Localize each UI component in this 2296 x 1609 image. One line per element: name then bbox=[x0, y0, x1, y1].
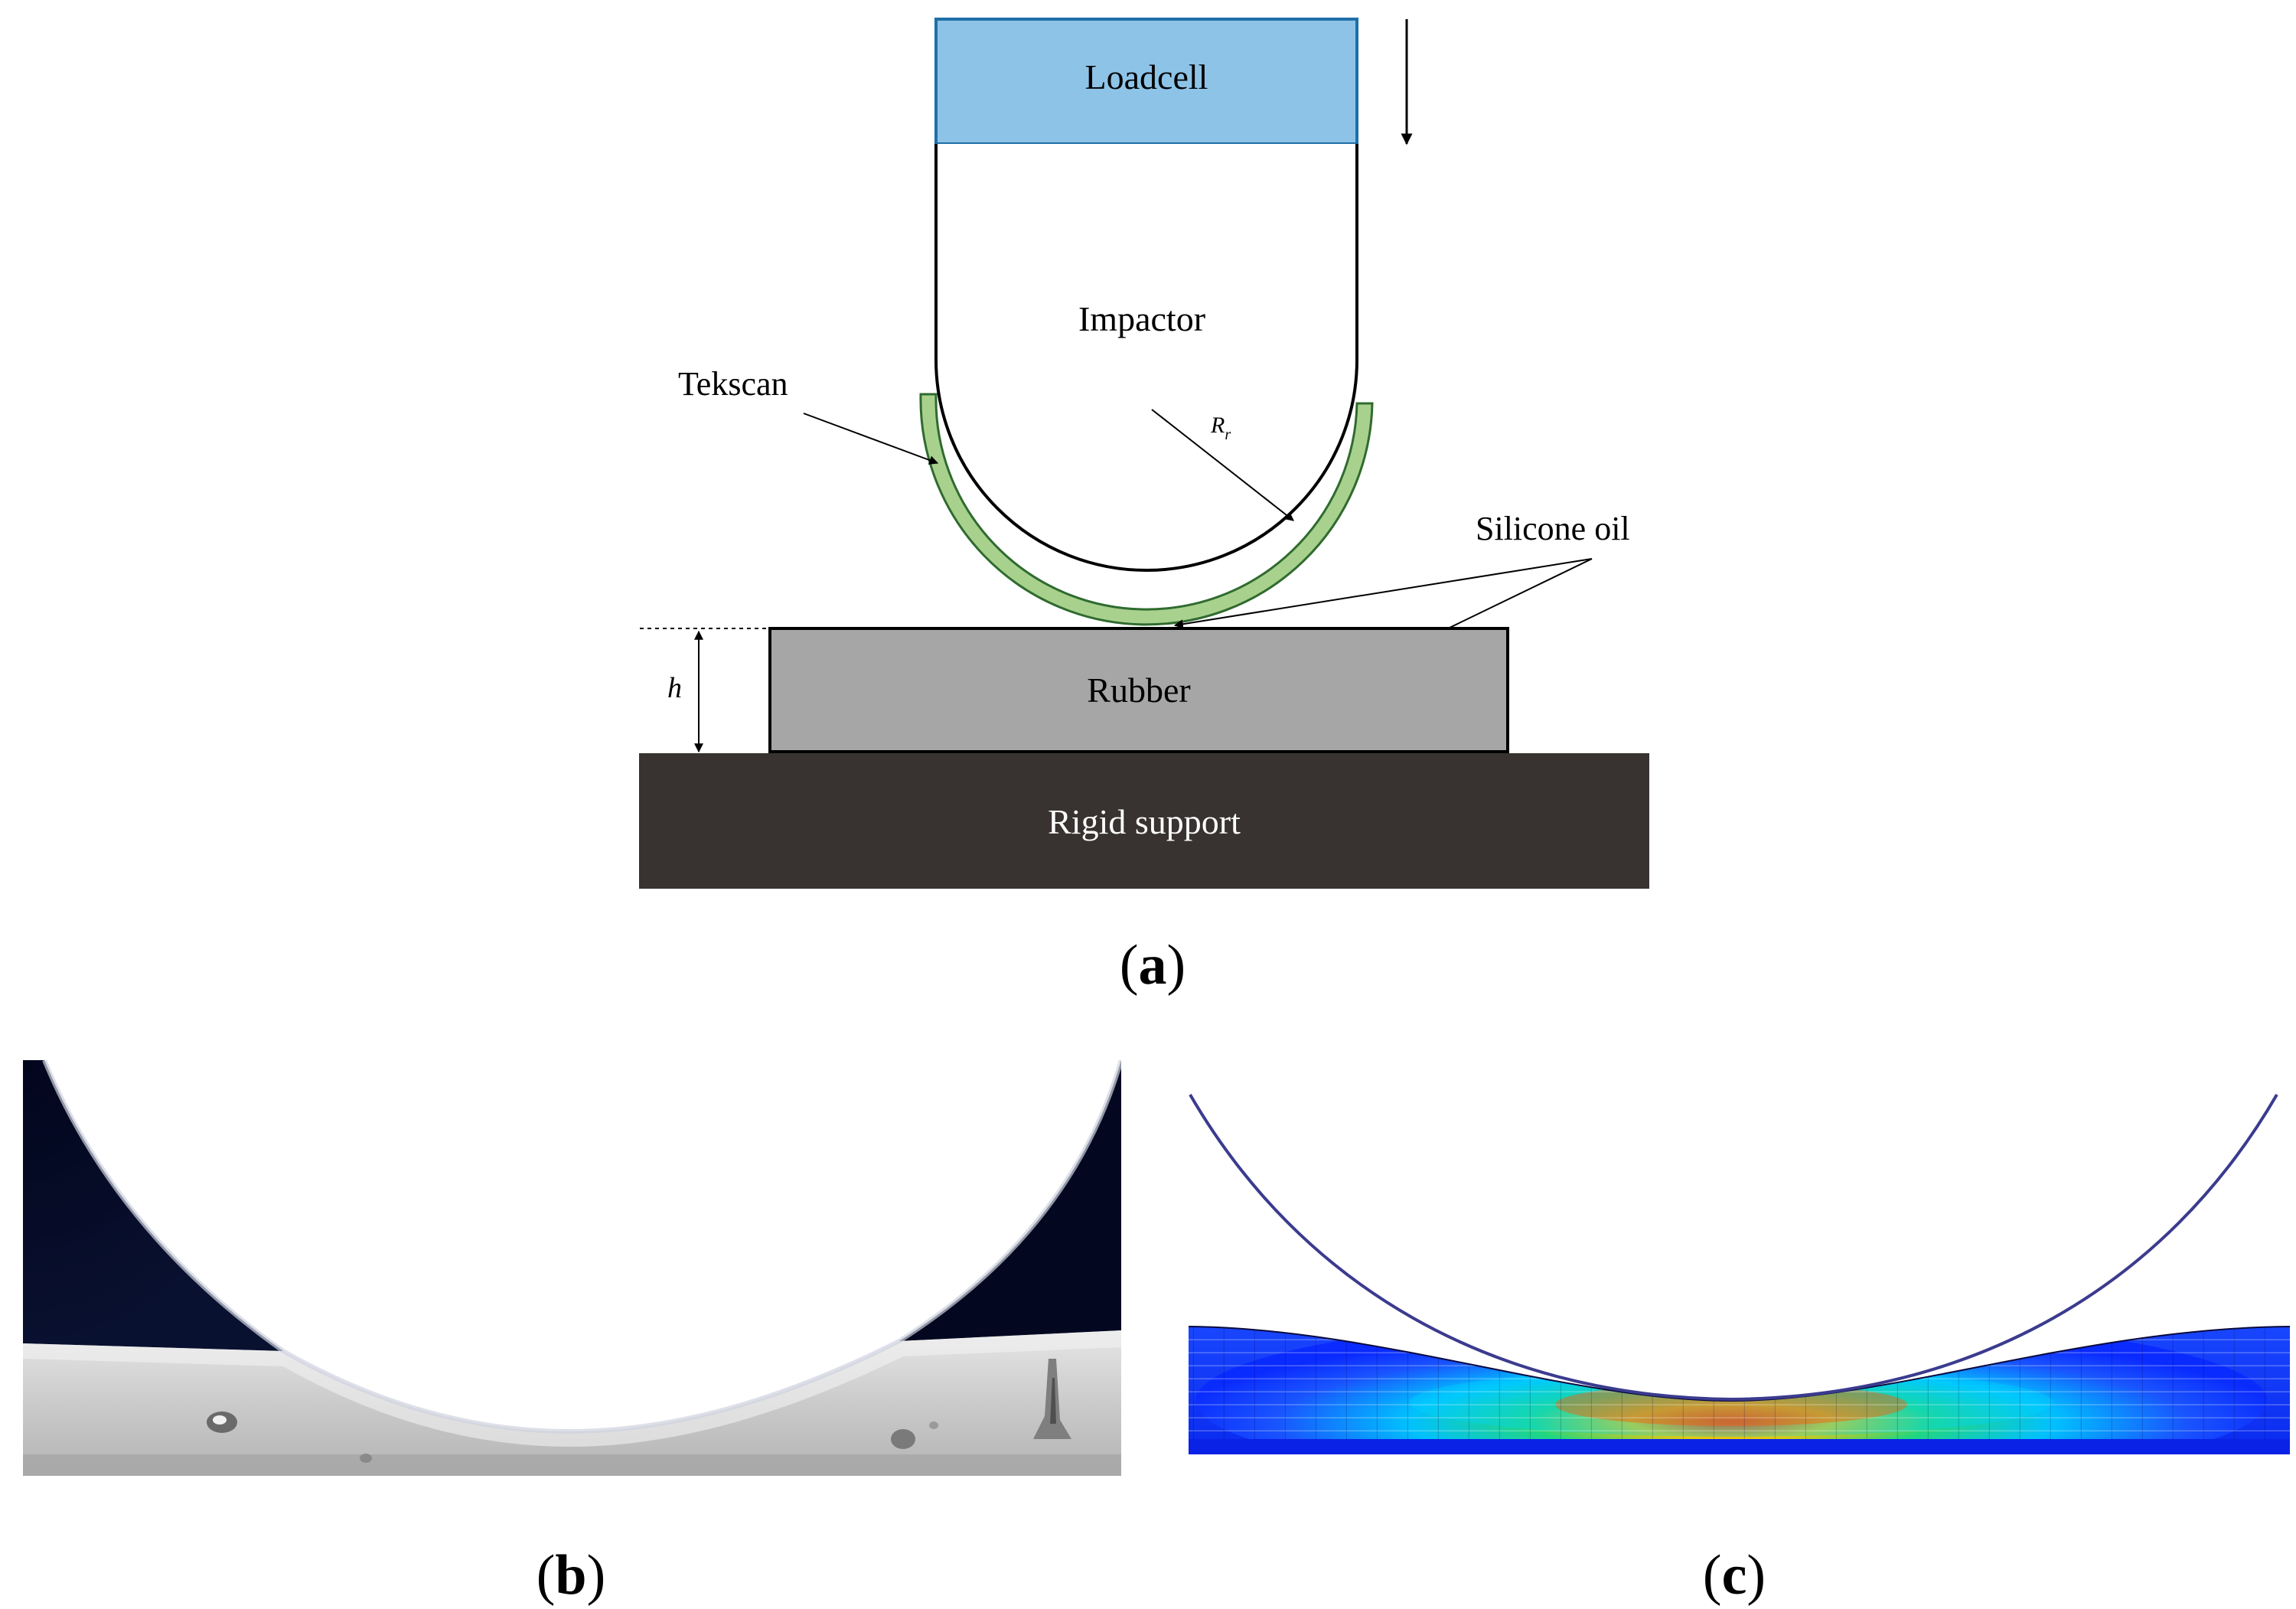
height-dimension: h bbox=[640, 628, 770, 753]
panel-a-label: (a) bbox=[1120, 934, 1186, 997]
tekscan-pointer bbox=[803, 413, 939, 465]
panel-a: Loadcell Impactor Tekscan Rr Silicone oi… bbox=[639, 18, 1649, 997]
loadcell-label: Loadcell bbox=[1085, 57, 1208, 96]
tekscan-label: Tekscan bbox=[678, 365, 788, 403]
impactor-body bbox=[934, 144, 1358, 572]
rigid-support-rect bbox=[639, 753, 1649, 889]
panel-c: (c) bbox=[1188, 1093, 2291, 1607]
silicone-oil-label: Silicone oil bbox=[1476, 510, 1630, 547]
rigid-support: Rigid support bbox=[639, 753, 1649, 889]
rubber-block: Rubber bbox=[768, 627, 1509, 753]
impactor-label: Impactor bbox=[1078, 299, 1205, 338]
rigid-support-label: Rigid support bbox=[1048, 802, 1241, 841]
impactor: Impactor bbox=[934, 144, 1358, 572]
impactor-profile bbox=[1189, 1093, 2278, 1402]
panel-b-label: (b) bbox=[536, 1544, 605, 1607]
panel-c-label: (c) bbox=[1703, 1544, 1766, 1607]
rubber-rect bbox=[768, 627, 1509, 753]
loadcell: Loadcell bbox=[934, 18, 1358, 145]
rubber-label: Rubber bbox=[1087, 671, 1190, 710]
loadcell-block bbox=[934, 18, 1358, 145]
height-symbol: h bbox=[667, 672, 682, 704]
slab-top-edge bbox=[1188, 1326, 2291, 1402]
tekscan-strip bbox=[919, 393, 1374, 626]
radius-annotation: Rr bbox=[1151, 409, 1294, 521]
radius-symbol: Rr bbox=[1210, 413, 1231, 443]
radius-arrow bbox=[1151, 409, 1294, 521]
tekscan-sensor: Tekscan bbox=[678, 365, 1374, 626]
panel-b: (b) bbox=[23, 1060, 1121, 1607]
photo-contact bbox=[23, 1060, 1121, 1476]
silicone-oil-pointer-top bbox=[1173, 558, 1593, 629]
